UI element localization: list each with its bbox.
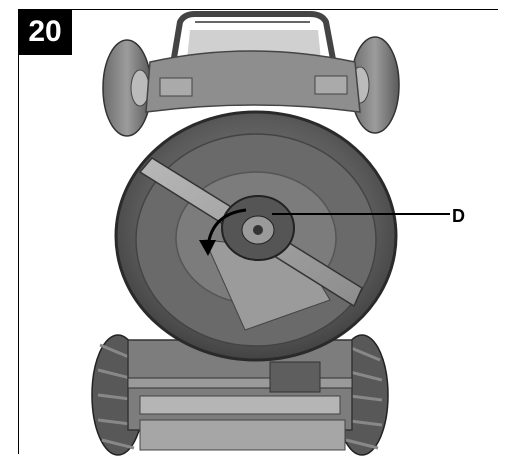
callout-label-d: D [452,206,465,226]
blade-hub [221,195,295,261]
rear-housing [145,50,361,113]
rotation-arrow [199,208,247,256]
rear-left-wheel [102,39,152,137]
frame-left-rule [18,9,19,454]
frame-top-rule [18,9,498,10]
figure-number-badge: 20 [18,9,72,55]
rear-right-wheel [350,36,400,134]
